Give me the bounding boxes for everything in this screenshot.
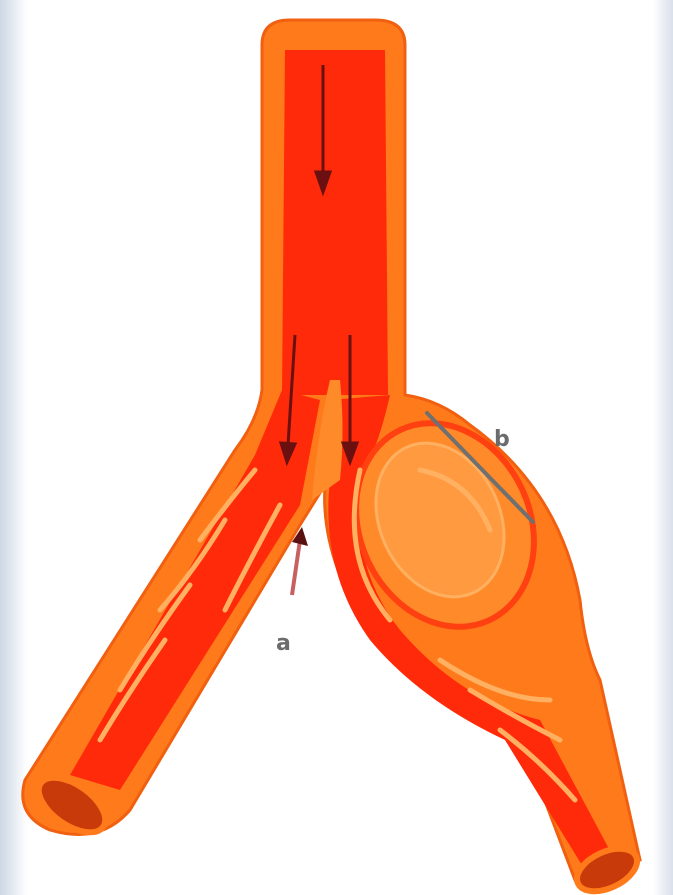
trunk-lumen	[282, 50, 388, 395]
label-a: a	[276, 631, 291, 656]
label-b: b	[494, 427, 510, 452]
